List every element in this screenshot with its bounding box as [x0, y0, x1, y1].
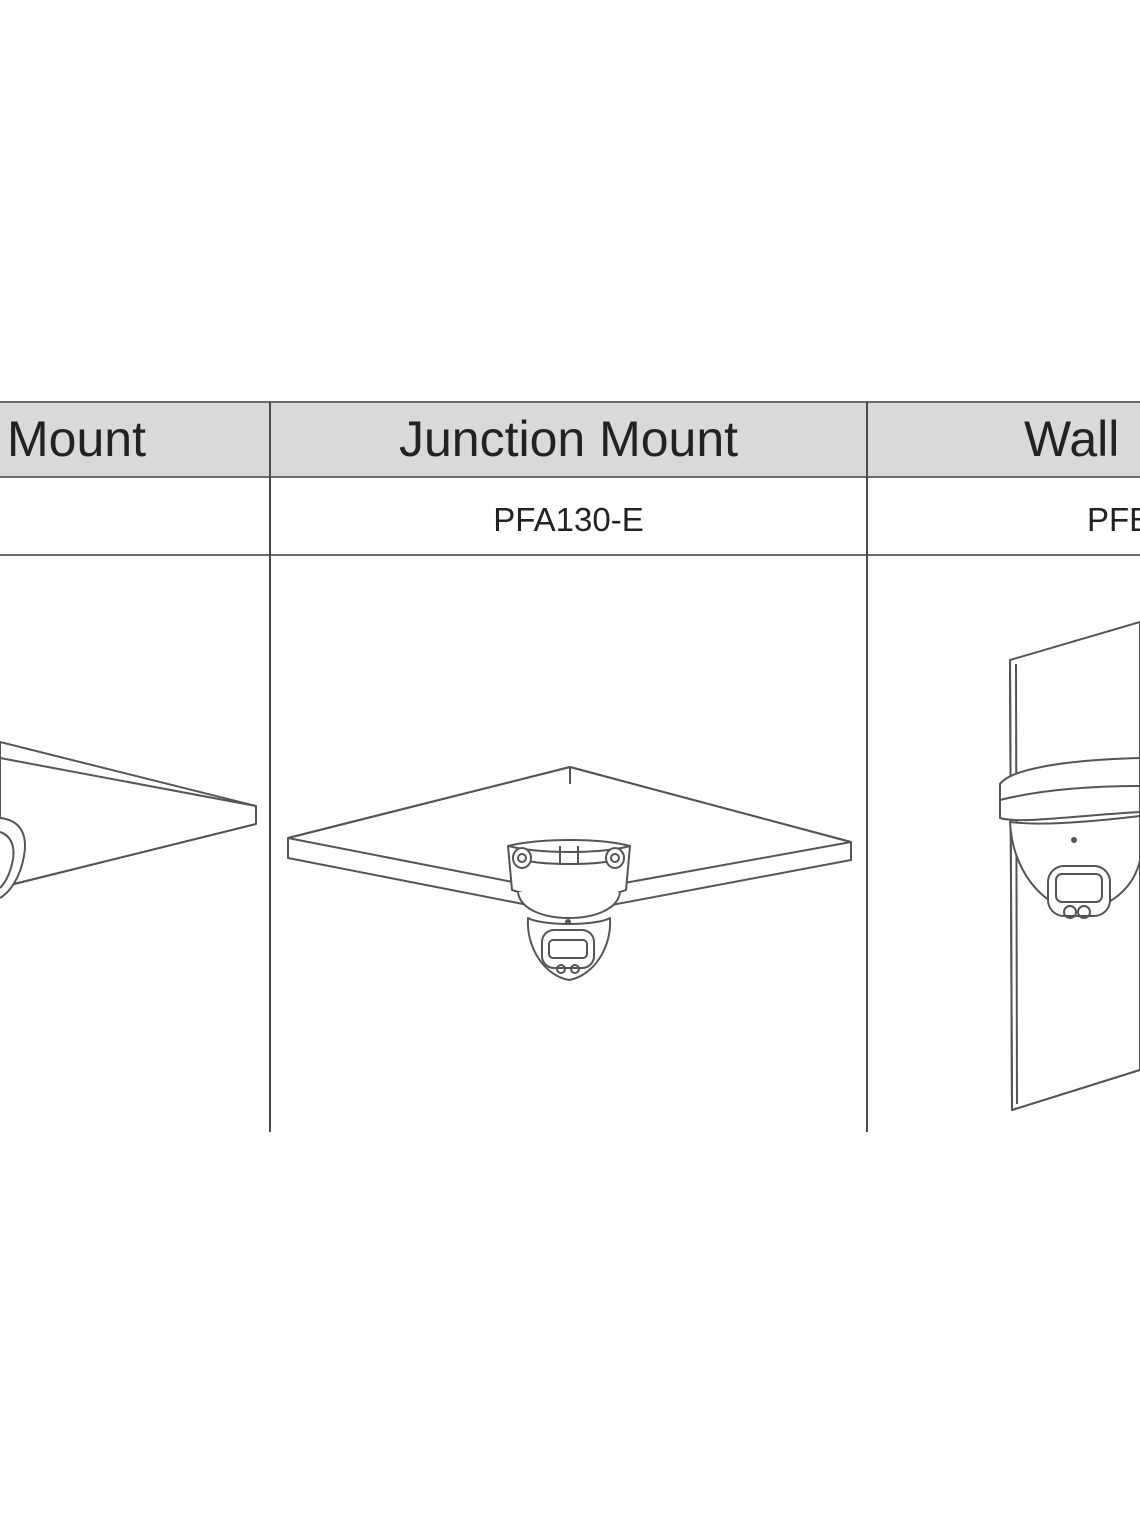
dome-camera-icon — [1009, 815, 1140, 919]
header-bottom-border — [0, 476, 1140, 478]
header-row — [0, 402, 1140, 477]
column-divider-2 — [866, 402, 868, 1132]
model-wall-mount: PFE — [1087, 501, 1140, 538]
column-header-junction-mount: Junction Mount — [398, 411, 739, 467]
model-row-bottom-border — [0, 554, 1140, 556]
ceiling-panel — [0, 741, 257, 885]
dome-camera-icon — [517, 891, 621, 981]
table-top-border — [0, 401, 1140, 403]
model-junction-mount: PFA130-E — [493, 501, 644, 538]
column-divider-1 — [269, 402, 271, 1132]
column-header-wall-mount: Wall — [1024, 411, 1120, 467]
column-header-ceiling-mount: Mount — [7, 411, 146, 467]
wall-mount-illustration — [999, 621, 1140, 1111]
junction-mount-illustration — [287, 766, 852, 981]
junction-box-icon — [507, 839, 631, 899]
ceiling-mount-illustration — [0, 741, 257, 899]
